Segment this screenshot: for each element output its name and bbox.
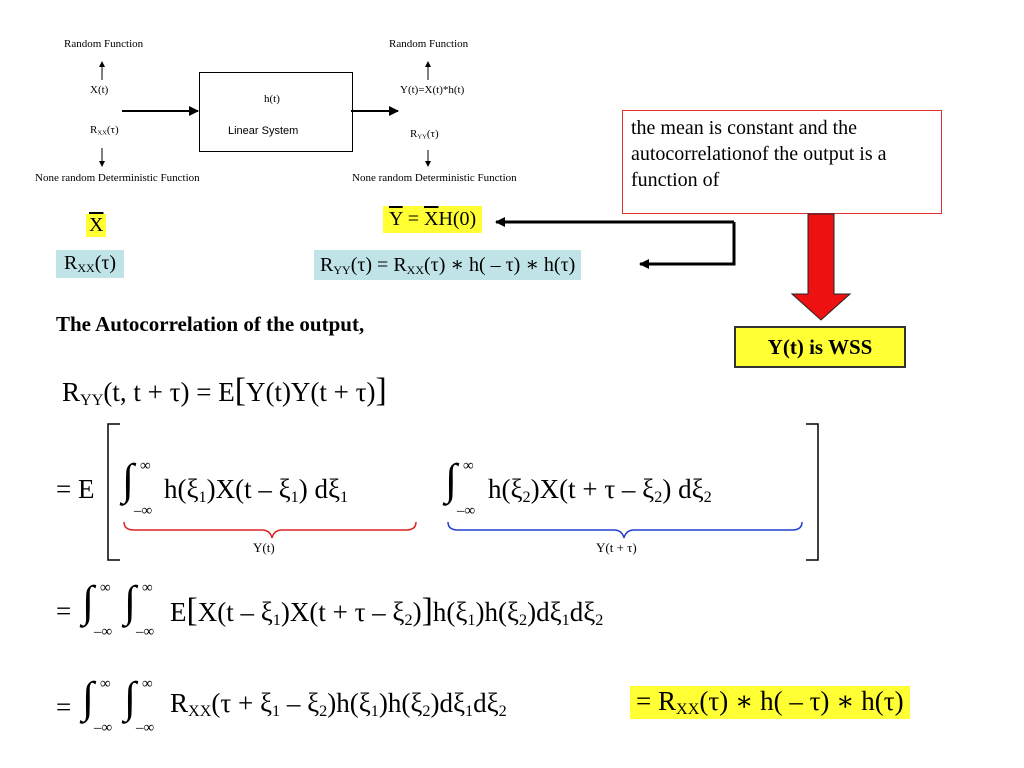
brace-1-label: Y(t) [253, 540, 275, 555]
integral-1-sign: ∫ [122, 455, 135, 504]
eq3-integral-a: ∫ [82, 577, 95, 626]
eq4-integral-b-upper: ∞ [142, 676, 153, 692]
eq3-integral-b-lower: –∞ [136, 624, 155, 640]
eq4-integral-b-lower: –∞ [136, 720, 155, 736]
wss-result-box: Y(t) is WSS [734, 326, 906, 368]
eq4-integral-a: ∫ [82, 673, 95, 722]
eq3-integral-b: ∫ [124, 577, 137, 626]
integral-2-upper: ∞ [463, 458, 474, 474]
output-top-label: Random Function [389, 38, 469, 50]
input-signal-label: X(t) [90, 84, 109, 96]
input-autocorr-label: RXX(τ) [90, 124, 119, 137]
output-bottom-label: None random Deterministic Function [352, 172, 517, 184]
input-mean: X [86, 214, 107, 237]
system-name-label: Linear System [228, 125, 299, 137]
integral-1-upper: ∞ [140, 458, 151, 474]
system-impulse-response: h(t) [264, 93, 280, 105]
eq4-integral-a-lower: –∞ [94, 720, 113, 736]
eq4-integral-b: ∫ [124, 673, 137, 722]
eq3-integral-b-upper: ∞ [142, 580, 153, 596]
input-autocorr: RXX(τ) [56, 250, 125, 278]
integral-1-lower: –∞ [134, 503, 153, 519]
output-mean: Y = XH(0) [383, 206, 483, 233]
integral-2-lower: –∞ [457, 503, 476, 519]
output-autocorr: RYY(τ) = RXX(τ) ∗ h( – τ) ∗ h(τ) [314, 250, 582, 280]
integral-2-body: h(ξ2)X(t + τ – ξ2) dξ2 [488, 474, 712, 507]
eq3-integral-a-upper: ∞ [100, 580, 111, 596]
input-bottom-label: None random Deterministic Function [35, 172, 200, 184]
eq4-integral-a-upper: ∞ [100, 676, 111, 692]
section-heading: The Autocorrelation of the output, [56, 312, 365, 336]
brace-2-label: Y(t + τ) [596, 540, 637, 555]
equation-3-prefix: = [56, 596, 72, 626]
eq3-integral-a-lower: –∞ [94, 624, 113, 640]
equation-4-prefix: = [56, 692, 72, 722]
integral-1-body: h(ξ1)X(t – ξ1) dξ1 [164, 474, 349, 507]
final-result: = RXX(τ) ∗ h( – τ) ∗ h(τ) [630, 686, 910, 720]
equation-4-body: RXX(τ + ξ1 – ξ2)h(ξ1)h(ξ2)dξ1dξ2 [170, 688, 507, 721]
equation-1: RYY(t, t + τ) = E[Y(t)Y(t + τ)] [62, 372, 387, 410]
note-box: the mean is constant and the autocorrela… [622, 110, 942, 214]
integral-2-sign: ∫ [445, 455, 458, 504]
output-autocorr-label: RYY(τ) [410, 128, 439, 141]
equation-3-body: E[X(t – ξ1)X(t + τ – ξ2)]h(ξ1)h(ξ2)dξ1dξ… [170, 592, 604, 630]
input-top-label: Random Function [64, 38, 144, 50]
equation-2-prefix: = E [56, 474, 95, 504]
output-signal-label: Y(t)=X(t)*h(t) [400, 84, 465, 96]
